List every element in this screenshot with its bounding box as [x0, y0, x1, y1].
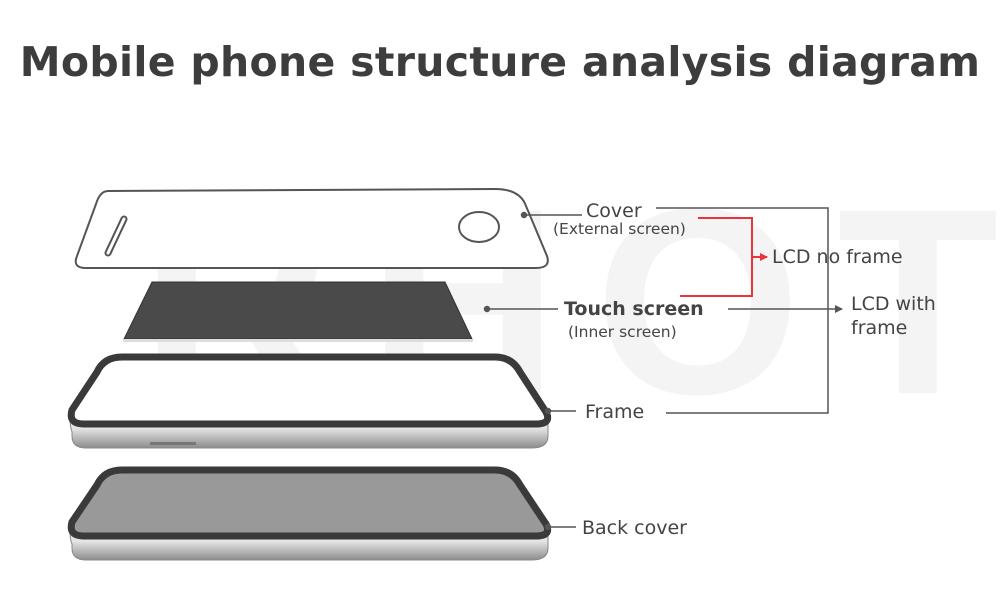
touch-screen-panel — [123, 281, 473, 342]
label-lcd-with-frame-line1: LCD with — [851, 293, 936, 315]
label-lcd-no-frame: LCD no frame — [772, 246, 903, 268]
lcd-no-frame-bracket — [680, 217, 768, 297]
label-touch-screen-sub: (Inner screen) — [568, 323, 677, 341]
page-title: Mobile phone structure analysis diagram — [19, 38, 981, 86]
leader-lines — [483, 207, 843, 531]
label-touch-screen: Touch screen — [564, 298, 704, 320]
cover-glass — [74, 187, 549, 269]
home-button — [458, 211, 500, 243]
frame-part — [67, 353, 552, 449]
back-cover-part — [67, 466, 552, 561]
speaker-slot — [104, 215, 128, 257]
label-frame: Frame — [585, 401, 645, 423]
label-lcd-with-frame-line2: frame — [851, 317, 908, 339]
label-cover-sub: (External screen) — [553, 220, 686, 238]
label-back-cover: Back cover — [582, 517, 687, 539]
label-cover: Cover — [586, 200, 642, 222]
